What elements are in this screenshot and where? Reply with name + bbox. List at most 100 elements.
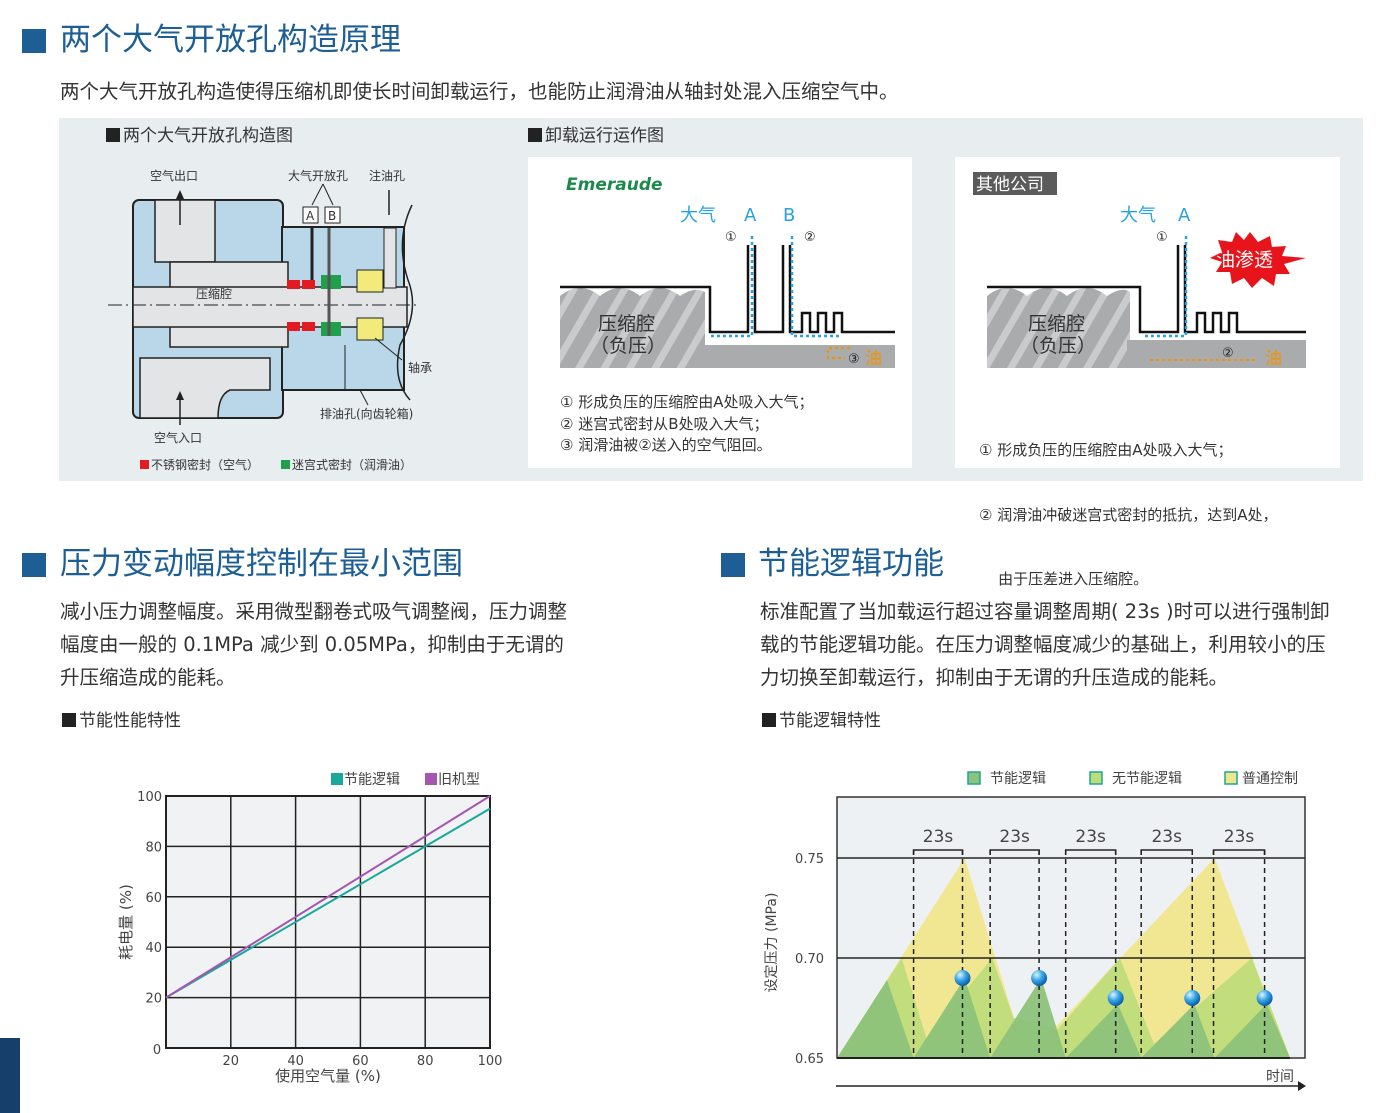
chamber-label: 压缩腔 (598, 313, 655, 335)
note: ③ 润滑油被②送入的空气阻回。 (560, 436, 772, 454)
legend-swatch (425, 773, 437, 785)
decorative-bar (0, 1038, 20, 1113)
section2-desc: 减小压力调整幅度。采用微型翻卷式吸气调整阀，压力调整 幅度由一般的 0.1MPa… (60, 595, 567, 694)
interval-label: 23s (999, 827, 1030, 847)
marker-1: ① (1156, 230, 1168, 245)
interval-bracket (1140, 849, 1193, 855)
subtitle-text: 卸载运行运作图 (545, 126, 664, 146)
legend-labyrinth-seal: 迷宫式密封（润滑油） (292, 457, 412, 472)
emeraude-logo: Emeraude (566, 175, 663, 195)
plot-area (165, 795, 491, 1049)
oil-leak-label: 油渗透 (1216, 249, 1273, 271)
vent-holes-label: 大气开放孔 (288, 168, 348, 183)
legend-swatch (967, 771, 981, 785)
interval-label: 23s (1151, 827, 1182, 847)
oil-label: 油 (865, 349, 882, 369)
interval-label: 23s (923, 827, 954, 847)
x-axis-label: 时间 (1266, 1069, 1294, 1085)
note: ② 迷宫式密封从B处吸入大气； (560, 414, 769, 433)
y-tick-label: 20 (145, 992, 162, 1007)
section3-title: 节能逻辑功能 (758, 546, 944, 582)
diagram-right-subtitle: 卸载运行运作图 (528, 125, 664, 147)
marker-1: ① (725, 230, 737, 245)
hole-b-label: B (783, 205, 795, 226)
note: ② 润滑油冲破迷宫式密封的抵抗，达到A处， (979, 505, 1278, 524)
legend-label: 节能逻辑 (990, 771, 1046, 787)
chart1-subtitle: 节能性能特性 (62, 710, 181, 732)
legend-swatch-labyrinth (281, 460, 290, 469)
y-tick-label: 0.70 (795, 952, 824, 967)
arrow-head-icon (1298, 1081, 1306, 1091)
desc-line: 载的节能逻辑功能。在压力调整幅度减少的基础上，利用较小的压 (760, 633, 1326, 656)
legend-swatch (1224, 771, 1238, 785)
x-axis-label: 使用空气量 (%) (275, 1067, 381, 1085)
chamber-label: 压缩腔 (1028, 313, 1085, 335)
legend-swatch (1089, 771, 1103, 785)
y-tick-label: 80 (145, 840, 162, 855)
hole-a-label: A (1178, 205, 1191, 226)
y-tick-label: 0.75 (795, 852, 824, 867)
desc-line: 标准配置了当加载运行超过容量调整周期( 23s )时可以进行强制卸 (760, 600, 1330, 623)
legend-swatch-steel (140, 460, 149, 469)
note: 由于压差进入压缩腔。 (979, 570, 1149, 588)
interval-bracket (1064, 849, 1117, 855)
section-marker (22, 553, 46, 577)
note: ① 形成负压的压缩腔由A处吸入大气； (560, 393, 814, 411)
interval-label: 23s (1075, 827, 1106, 847)
legend-label: 无节能逻辑 (1112, 771, 1182, 787)
bearing-label: 轴承 (408, 360, 432, 375)
atmosphere-label: 大气 (680, 205, 716, 226)
unload-point-marker (1031, 970, 1048, 986)
hole-a-label: A (744, 205, 757, 226)
interval-bracket (989, 849, 1040, 855)
y-axis-label: 设定压力 (MPa) (764, 893, 780, 993)
marker-2: ② (1222, 346, 1234, 361)
x-tick-label: 0 (153, 1043, 161, 1058)
section-marker (22, 29, 46, 53)
oil-drain-label: 排油孔(向齿轮箱) (320, 406, 413, 421)
marker-3: ③ (848, 352, 860, 367)
other-company-label: 其他公司 (976, 175, 1044, 195)
unload-point-marker (1184, 990, 1201, 1006)
x-tick-label: 100 (478, 1054, 503, 1069)
y-tick-label: 100 (137, 790, 162, 805)
chamber-sub-label: （负压） (1020, 335, 1096, 357)
series-area (837, 978, 1291, 1058)
desc-line: 力切换至卸载运行，抑制由于无谓的升压造成的能耗。 (760, 666, 1229, 689)
section2-title: 压力变动幅度控制在最小范围 (60, 546, 463, 582)
seal-structure-diagram: 空气出口 大气开放孔 注油孔 A B 压缩腔 轴承 排油孔(向齿轮箱) 空气入口… (108, 168, 432, 472)
unload-point-marker (1107, 990, 1124, 1006)
oil-label: 油 (1265, 349, 1282, 369)
chamber-label: 压缩腔 (196, 286, 232, 301)
desc-line: 幅度由一般的 0.1MPa 减少到 0.05MPa，抑制由于无谓的 (60, 633, 564, 656)
legend-steel-seal: 不锈钢密封（空气） (151, 457, 259, 472)
section3-desc: 标准配置了当加载运行超过容量调整周期( 23s )时可以进行强制卸 载的节能逻辑… (760, 595, 1330, 694)
unload-point-marker (1256, 990, 1273, 1006)
hole-b-label: B (328, 209, 336, 223)
svg-text:Emeraude: Emeraude (566, 175, 663, 195)
hole-a-label: A (306, 209, 315, 223)
section1-title: 两个大气开放孔构造原理 (60, 22, 401, 58)
x-tick-label: 80 (417, 1054, 434, 1069)
oil-leak-burst-icon (1210, 232, 1306, 288)
section-marker (721, 553, 745, 577)
series-line (165, 795, 491, 999)
desc-line: 升压缩造成的能耗。 (60, 666, 236, 689)
legend-swatch (331, 773, 343, 785)
interval-bracket (912, 849, 964, 855)
chart2-subtitle: 节能逻辑特性 (762, 710, 881, 732)
interval-bracket (1212, 849, 1266, 855)
oil-inlet-label: 注油孔 (369, 168, 405, 183)
y-axis-label: 耗电量 (%) (117, 884, 135, 960)
unload-operation-diagrams: Emeraude 大气 A B ① ② ③ 油 压缩腔 （负压） 其他公司 油渗… (560, 172, 1306, 369)
air-outlet-label: 空气出口 (150, 168, 198, 183)
legend-label: 旧机型 (438, 772, 480, 788)
emeraude-notes: ① 形成负压的压缩腔由A处吸入大气； ② 迷宫式密封从B处吸入大气； ③ 润滑油… (560, 392, 813, 457)
unload-point-marker (954, 970, 971, 986)
series-line (165, 807, 491, 999)
atmosphere-label: 大气 (1120, 205, 1156, 226)
x-tick-label: 20 (223, 1054, 240, 1069)
y-tick-label: 60 (145, 891, 162, 906)
